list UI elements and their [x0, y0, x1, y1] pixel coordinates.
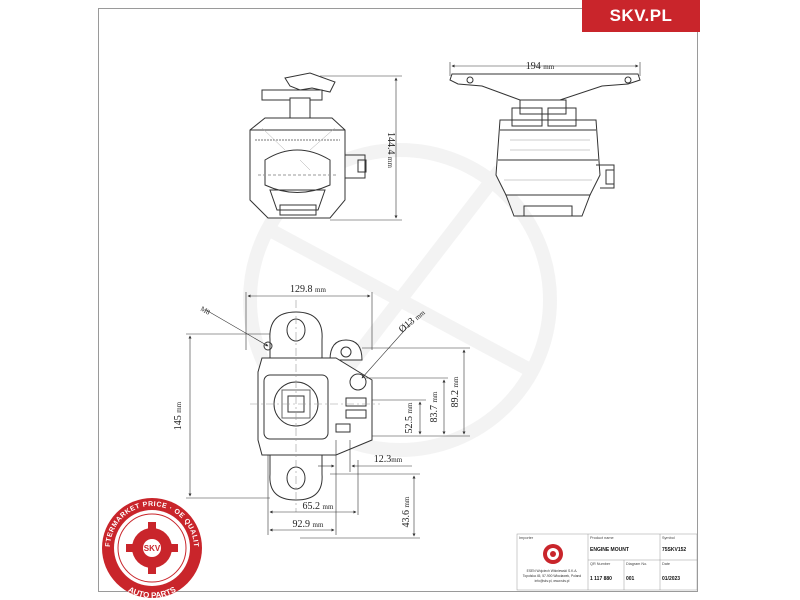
dim-43-6-label: 43.6 mm — [401, 496, 412, 527]
side-view — [249, 72, 367, 219]
seal-arc-text: AFTERMARKET PRICE · OE QUALITY — [0, 0, 199, 548]
tb-company: ESEN Wojciech Wiśniewski S.K.A. — [527, 569, 578, 573]
tb-diagram-label: Diagram No. — [626, 562, 647, 566]
dim-83-7-label: 83.7 mm — [429, 391, 440, 422]
tb-date-value: 01/2023 — [662, 576, 680, 582]
tb-symbol-label: Symbol — [662, 536, 675, 540]
tb-qr-label: QR Number — [590, 562, 611, 566]
gear-icon — [126, 522, 178, 574]
plan-view — [250, 300, 380, 512]
tb-address: Topolska 45, 57-900 Włocławek, Poland — [523, 574, 582, 578]
dim-right-stack — [362, 347, 470, 437]
dim-65-2-label: 65.2 mm — [303, 501, 334, 512]
tb-importer-label: Importer — [519, 536, 534, 540]
dim-89-2-label: 89.2 mm — [450, 376, 461, 407]
seal-center-text: SKV — [144, 544, 161, 553]
height-145-label: 145 mm — [173, 401, 184, 430]
dim-92-9-label: 92.9 mm — [293, 519, 324, 530]
dim-43-6 — [300, 473, 420, 539]
tb-product-name: ENGINE MOUNT — [590, 547, 629, 553]
brand-logo-text: SKV.PL — [609, 6, 673, 25]
plan-width-label: 129.8 mm — [290, 284, 326, 295]
tb-date-label: Date — [662, 562, 670, 566]
drawing-frame — [98, 8, 698, 592]
brand-tab[interactable]: SKV.PL — [582, 0, 700, 32]
dim-side-height — [320, 75, 402, 221]
dim-bottom-horizontal — [267, 455, 359, 535]
dim-top-width — [449, 62, 641, 76]
dim-52-5-label: 52.5 mm — [404, 402, 415, 433]
tb-importer-logo — [543, 544, 563, 564]
dim-12-3 — [318, 440, 412, 472]
tb-qr-value: 1 117 880 — [590, 576, 612, 582]
side-height-label: 144.4 mm — [385, 132, 396, 168]
tb-contact: info@skv.pl, www.skv.pl — [535, 579, 570, 583]
front-view — [449, 73, 641, 217]
tb-symbol: 75SKV152 — [662, 547, 686, 553]
dim-height-145 — [186, 333, 270, 499]
quality-seal: AFTERMARKET PRICE · OE QUALITY AUTO PART… — [0, 0, 202, 600]
top-width-label: 194 mm — [526, 61, 555, 72]
tb-product-label: Product name — [590, 536, 614, 540]
tb-diagram-value: 001 — [626, 576, 635, 582]
dim-12-3-label: 12.3mm — [374, 454, 403, 465]
dim-plan-width — [245, 292, 373, 350]
thread-label: M8 — [199, 305, 212, 317]
